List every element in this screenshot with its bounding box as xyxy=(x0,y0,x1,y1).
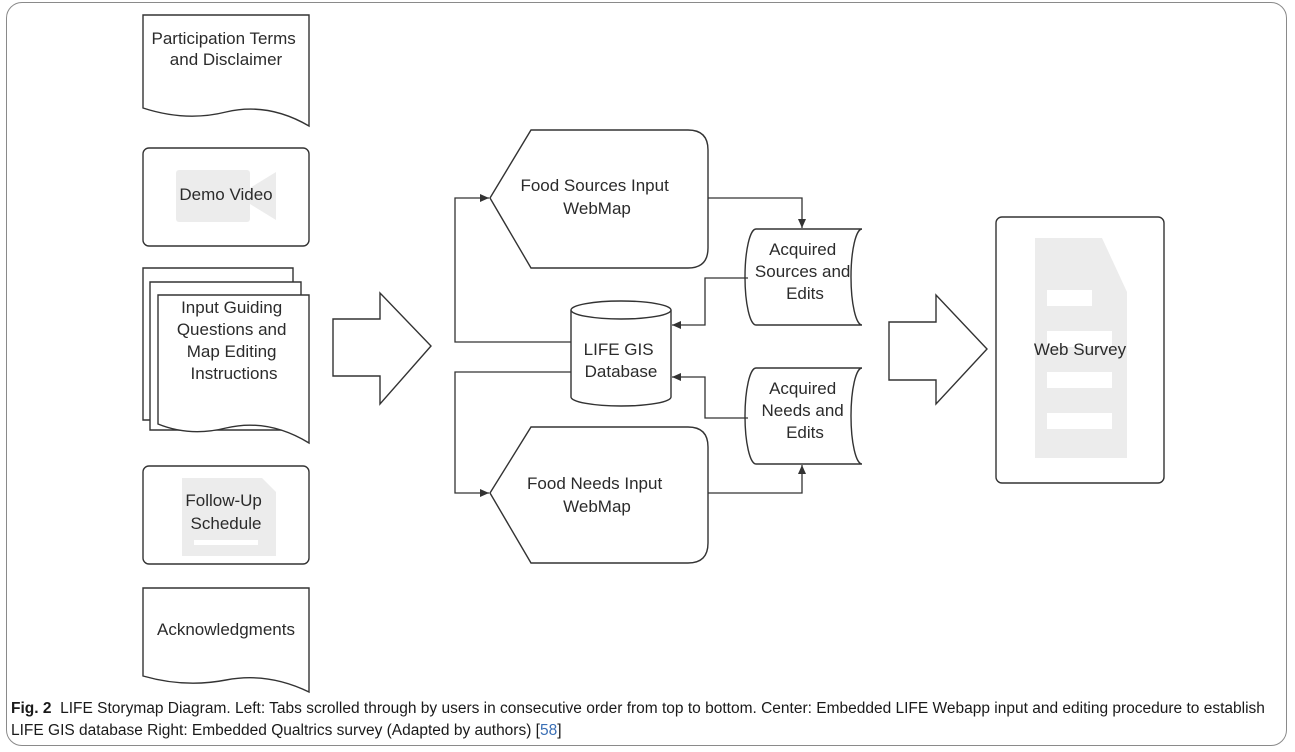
tab-guiding-questions-multidocument: Input Guiding Questions and Map Editing … xyxy=(142,267,310,445)
figure-caption: Fig. 2 LIFE Storymap Diagram. Left: Tabs… xyxy=(11,698,1281,742)
flow-arrow-left xyxy=(332,291,432,406)
caption-text: LIFE Storymap Diagram. Left: Tabs scroll… xyxy=(11,700,1265,739)
svg-text:Follow-Up Schedule: Follow-Up Schedule xyxy=(185,491,266,533)
svg-text:LIFE GIS Database: LIFE GIS Database xyxy=(584,340,659,381)
acquired-sources-line-2: Sources and xyxy=(755,262,850,281)
terms-label-line-1: Participation Terms xyxy=(152,29,296,48)
guiding-label-line-2: Questions and xyxy=(177,320,287,339)
svg-text:Food Needs Input WebMap: Food Needs Input WebMap xyxy=(527,474,667,516)
guiding-label-line-1: Input Guiding xyxy=(181,298,282,317)
acquired-sources-storage-node: Acquired Sources and Edits xyxy=(744,228,863,326)
acquired-needs-line-3: Edits xyxy=(786,423,824,442)
tab-follow-up-schedule: Follow-Up Schedule xyxy=(142,465,310,565)
demo-video-label: Demo Video xyxy=(179,185,272,204)
database-label-line-1: LIFE GIS xyxy=(584,340,654,359)
guiding-label-line-4: Instructions xyxy=(191,364,278,383)
document-icon xyxy=(182,478,276,556)
flow-arrow-right xyxy=(888,293,988,406)
web-survey-label: Web Survey xyxy=(1034,340,1127,359)
connector-needs-to-acquired xyxy=(708,465,806,494)
food-sources-webmap-node: Food Sources Input WebMap xyxy=(489,129,709,269)
life-gis-database-node: LIFE GIS Database xyxy=(570,300,672,407)
guiding-label-line-3: Map Editing xyxy=(187,342,277,361)
tab-demo-video: Demo Video xyxy=(142,147,310,247)
acquired-needs-line-2: Needs and xyxy=(762,401,844,420)
acquired-sources-line-1: Acquired xyxy=(769,240,836,259)
sources-webmap-line-1: Food Sources Input xyxy=(520,176,669,195)
caption-end: ] xyxy=(557,722,562,739)
tab-acknowledgments-document: Acknowledgments xyxy=(142,587,310,694)
figure-frame xyxy=(6,2,1287,746)
caption-reference-link[interactable]: 58 xyxy=(540,722,558,739)
database-label-line-2: Database xyxy=(585,362,658,381)
needs-webmap-line-2: WebMap xyxy=(563,497,631,516)
tab-terms-document: Participation Terms and Disclaimer xyxy=(142,14,310,128)
follow-up-label-line-1: Follow-Up xyxy=(185,491,262,510)
svg-text:Input Guiding Questions: Input Guiding Questions and Map Editing … xyxy=(177,298,291,383)
terms-label-line-2: and Disclaimer xyxy=(170,50,283,69)
svg-text:Acquired Sources and: Acquired Sources and Edits xyxy=(755,240,855,303)
svg-text:Acquired Needs and: Acquired Needs and Edits xyxy=(762,379,849,442)
sources-webmap-line-2: WebMap xyxy=(563,199,631,218)
acknowledgments-label: Acknowledgments xyxy=(157,620,295,639)
needs-webmap-line-1: Food Needs Input xyxy=(527,474,662,493)
acquired-needs-line-1: Acquired xyxy=(769,379,836,398)
caption-figure-label: Fig. 2 xyxy=(11,700,52,717)
connector-sources-to-acquired xyxy=(708,197,806,228)
web-survey-node: Web Survey xyxy=(995,216,1165,484)
svg-text:Food Sources Input WebMa: Food Sources Input WebMap xyxy=(520,176,673,218)
acquired-needs-storage-node: Acquired Needs and Edits xyxy=(744,367,863,465)
acquired-sources-line-3: Edits xyxy=(786,284,824,303)
video-camera-icon xyxy=(176,170,276,222)
connector-acquired-needs-to-database xyxy=(672,373,748,419)
svg-text:Participation Terms and: Participation Terms and Disclaimer xyxy=(152,29,301,69)
connector-acquired-sources-to-database xyxy=(672,277,748,329)
connector-database-to-needs xyxy=(454,371,571,497)
document-icon xyxy=(1035,238,1127,458)
connector-database-to-sources xyxy=(454,194,571,343)
follow-up-label-line-2: Schedule xyxy=(191,514,262,533)
storymap-diagram: Participation Terms and Disclaimer Demo … xyxy=(142,14,1165,694)
food-needs-webmap-node: Food Needs Input WebMap xyxy=(489,426,709,564)
